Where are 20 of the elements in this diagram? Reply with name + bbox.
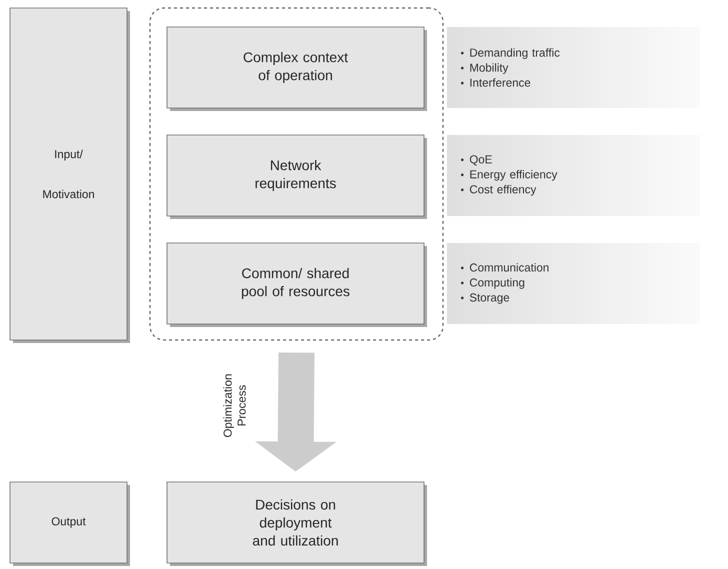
process-box: Decisions on deployment and utilization bbox=[166, 482, 427, 566]
bullet-list-band: Demanding traffic Mobility Interference bbox=[461, 48, 560, 87]
process-box: Common/ shared pool of resources bbox=[166, 242, 427, 327]
process-box: Complex context of operation bbox=[166, 26, 427, 111]
process-box: Network requirements bbox=[166, 134, 427, 219]
node-label: Interference bbox=[470, 78, 530, 87]
node-label: Cost effiency bbox=[470, 184, 536, 196]
side-box: Input/ Motivation bbox=[10, 8, 130, 343]
node-label: Communication bbox=[470, 263, 548, 272]
node-label: Energy efficiency bbox=[470, 170, 558, 181]
node-label: Computing bbox=[470, 278, 524, 289]
edge-label: Optimization Process bbox=[223, 374, 246, 437]
node-label: Mobility bbox=[470, 63, 508, 74]
node-label: Storage bbox=[470, 293, 510, 304]
node-label: Demanding traffic bbox=[470, 48, 560, 59]
bullet-list-band: QoE Energy efficiency Cost effiency bbox=[461, 155, 558, 196]
side-box: Output bbox=[10, 482, 130, 566]
bullet-list-band: Communication Computing Storage bbox=[461, 263, 548, 304]
dashed-group-box bbox=[149, 7, 444, 341]
node-label: QoE bbox=[470, 155, 492, 166]
